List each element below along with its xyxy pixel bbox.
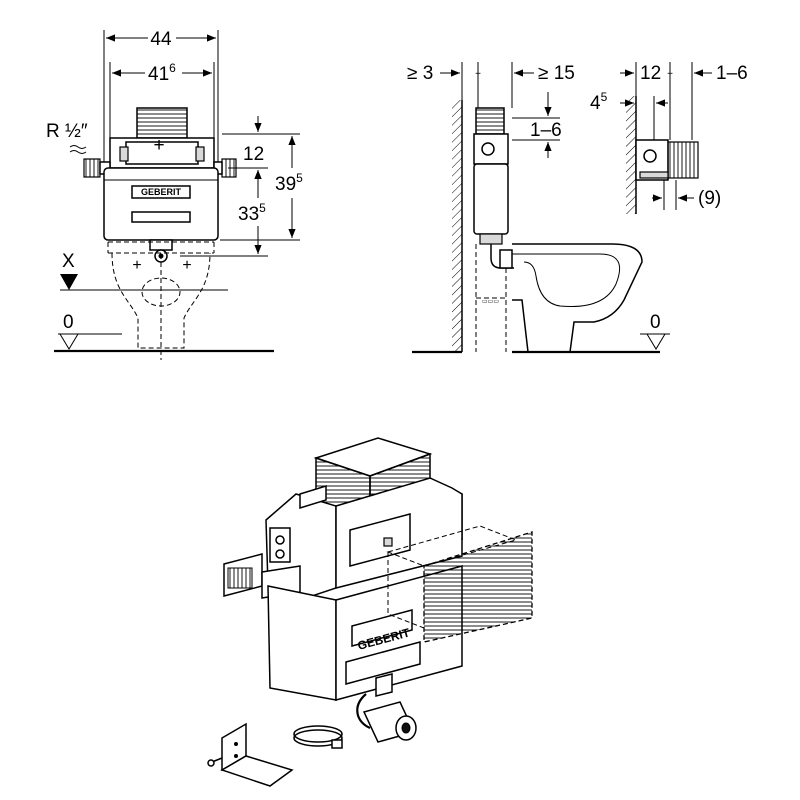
wc-bowl — [111, 252, 211, 349]
detail-wall-hatch — [626, 96, 636, 214]
iso-pipe-clamp — [293, 725, 343, 743]
wall-hatch — [452, 100, 462, 352]
detail-adjust-label: 1–6 — [716, 63, 748, 84]
wc-profile — [512, 243, 643, 353]
fixing-point: + — [132, 257, 141, 274]
brand-label: GEBERIT — [141, 187, 182, 197]
floor-triangle-side — [646, 333, 666, 350]
top-fitting-side — [475, 107, 505, 135]
offset-label: 45 — [590, 90, 608, 114]
wc-bowl-inner — [512, 253, 620, 308]
left-connector — [83, 158, 101, 178]
floor-label-side: 0 — [650, 312, 661, 333]
detail-fitting — [667, 141, 699, 179]
iso-pipe-clamp-band — [293, 729, 343, 747]
top-fitting — [136, 107, 188, 139]
iso-bracket-hole — [234, 742, 238, 746]
iso-head-panel — [349, 513, 411, 567]
iso-clamp-screw — [331, 739, 343, 749]
outlet-side — [479, 233, 503, 245]
floor-label: 0 — [63, 312, 74, 333]
iso-access-plate — [345, 641, 421, 685]
depth-label: 12 — [640, 63, 661, 84]
side-view: ≥ 3 + ≥ 15 1–6 ▭▭▭ 0 — [407, 62, 670, 354]
gap-label: ≥ 3 — [407, 63, 433, 84]
center-mark: + — [475, 69, 481, 80]
detail-clip — [639, 171, 669, 179]
iso-head-cap — [299, 484, 327, 510]
center-mark: + — [153, 135, 164, 156]
iso-valve-knob — [275, 549, 285, 559]
dimension-label-12: 12 — [243, 144, 264, 165]
dimension-label-44: 44 — [150, 29, 172, 50]
iso-left-ribs — [227, 567, 253, 589]
water-supply-icon — [69, 145, 87, 154]
marker-x-triangle — [60, 274, 78, 290]
iso-head-pin — [383, 537, 393, 547]
cistern-body — [103, 167, 219, 241]
iso-head-right — [429, 477, 463, 540]
floor-triangle — [59, 333, 79, 350]
dimension-label-41: 416 — [148, 61, 176, 85]
iso-bracket-base — [220, 755, 294, 787]
marker-x-label: X — [62, 251, 75, 272]
adjust-label: 1–6 — [530, 120, 562, 141]
front-view: 44 416 R ½″ + GEBERIT — [46, 29, 303, 360]
brand-plate — [131, 185, 191, 199]
isometric-view: GEBERIT — [207, 437, 533, 787]
outlet-coupling — [499, 249, 513, 269]
supply-connector-side — [481, 142, 495, 156]
dimension-label-33: 335 — [238, 201, 266, 225]
connection-label: R ½″ — [46, 121, 88, 142]
frame-outline — [475, 244, 507, 352]
iso-outlet — [375, 673, 393, 697]
clearance-label: ≥ 15 — [538, 63, 575, 84]
head-clip — [195, 146, 205, 162]
head-clip — [119, 146, 129, 162]
iso-extension-top — [386, 525, 518, 567]
fixing-point: + — [182, 257, 191, 274]
iso-bracket-hole — [234, 754, 238, 758]
center-mark: + — [667, 69, 673, 80]
extra-label: (9) — [698, 188, 721, 209]
detail-view: 12 + 1–6 45 (9) — [590, 62, 748, 214]
dimension-label-39: 395 — [275, 171, 303, 195]
iso-extension-side — [423, 531, 533, 643]
detail-connector — [643, 149, 657, 163]
frame-mark: ▭▭▭ — [482, 299, 499, 305]
wc-rim — [107, 241, 215, 254]
cistern-body-side — [473, 163, 509, 235]
iso-outlet-pipe — [356, 693, 371, 730]
iso-outlet-inner — [401, 722, 411, 734]
iso-side-valve — [269, 527, 291, 563]
iso-body-left — [267, 585, 337, 701]
wc-trap — [141, 277, 181, 307]
iso-screw-head — [207, 759, 215, 767]
access-plate — [131, 211, 191, 223]
iso-valve-knob — [275, 535, 285, 545]
